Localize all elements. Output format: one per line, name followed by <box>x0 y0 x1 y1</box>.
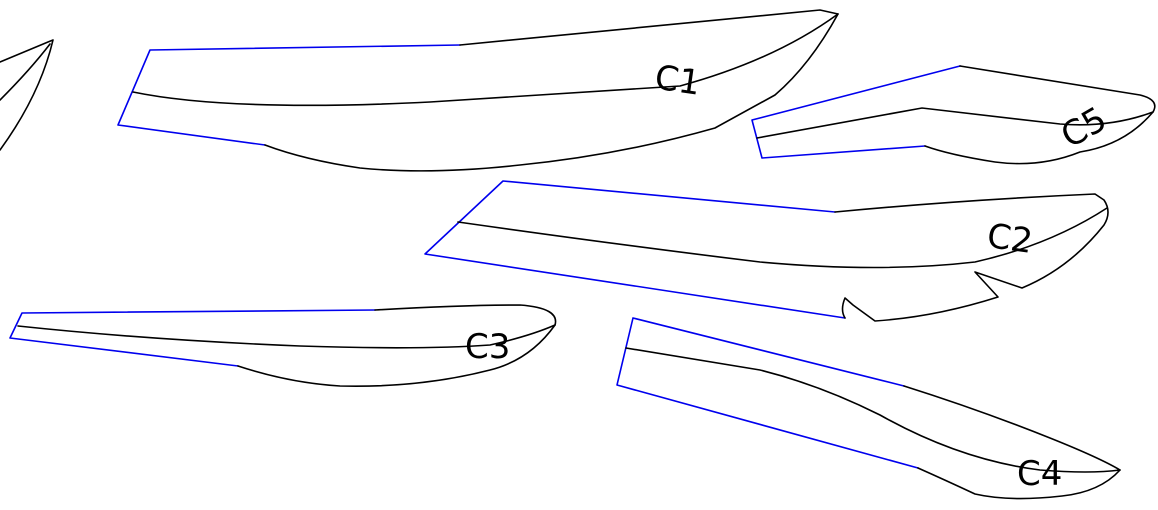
piece-c2-label: C2 <box>985 216 1036 262</box>
piece-c4-midline <box>625 347 1121 473</box>
piece-c1-cut-edge <box>117 44 461 146</box>
piece-c1-outline <box>264 9 839 172</box>
piece-c3-outline <box>237 304 557 387</box>
piece-c1-midline <box>132 13 839 107</box>
piece-c5: C5 <box>751 65 1156 165</box>
piece-c2-outline <box>834 193 1109 322</box>
piece-c3: C3 <box>9 304 557 387</box>
piece-c4-label: C4 <box>1017 454 1062 494</box>
piece-c4: C4 <box>616 317 1121 500</box>
piece-c5-midline <box>756 107 1154 139</box>
piece-c4-outline <box>903 385 1121 500</box>
piece-c2-cut-edge <box>424 180 846 319</box>
partial-piece <box>0 39 54 151</box>
piece-c5-label: C5 <box>1054 99 1113 156</box>
piece-c1: C1 <box>117 9 839 172</box>
piece-c1-label: C1 <box>652 58 703 104</box>
piece-c3-midline <box>17 324 556 349</box>
piece-c5-cut-edge <box>751 65 961 159</box>
piece-c3-cut-edge <box>9 309 376 367</box>
partial-piece-midline <box>0 43 51 101</box>
piece-c2-midline <box>457 207 1108 269</box>
partial-piece-outline <box>0 39 54 151</box>
piece-c5-outline <box>924 65 1156 165</box>
piece-c2: C2 <box>424 180 1109 322</box>
piece-c3-label: C3 <box>465 327 510 367</box>
piece-c4-cut-edge <box>616 317 919 469</box>
